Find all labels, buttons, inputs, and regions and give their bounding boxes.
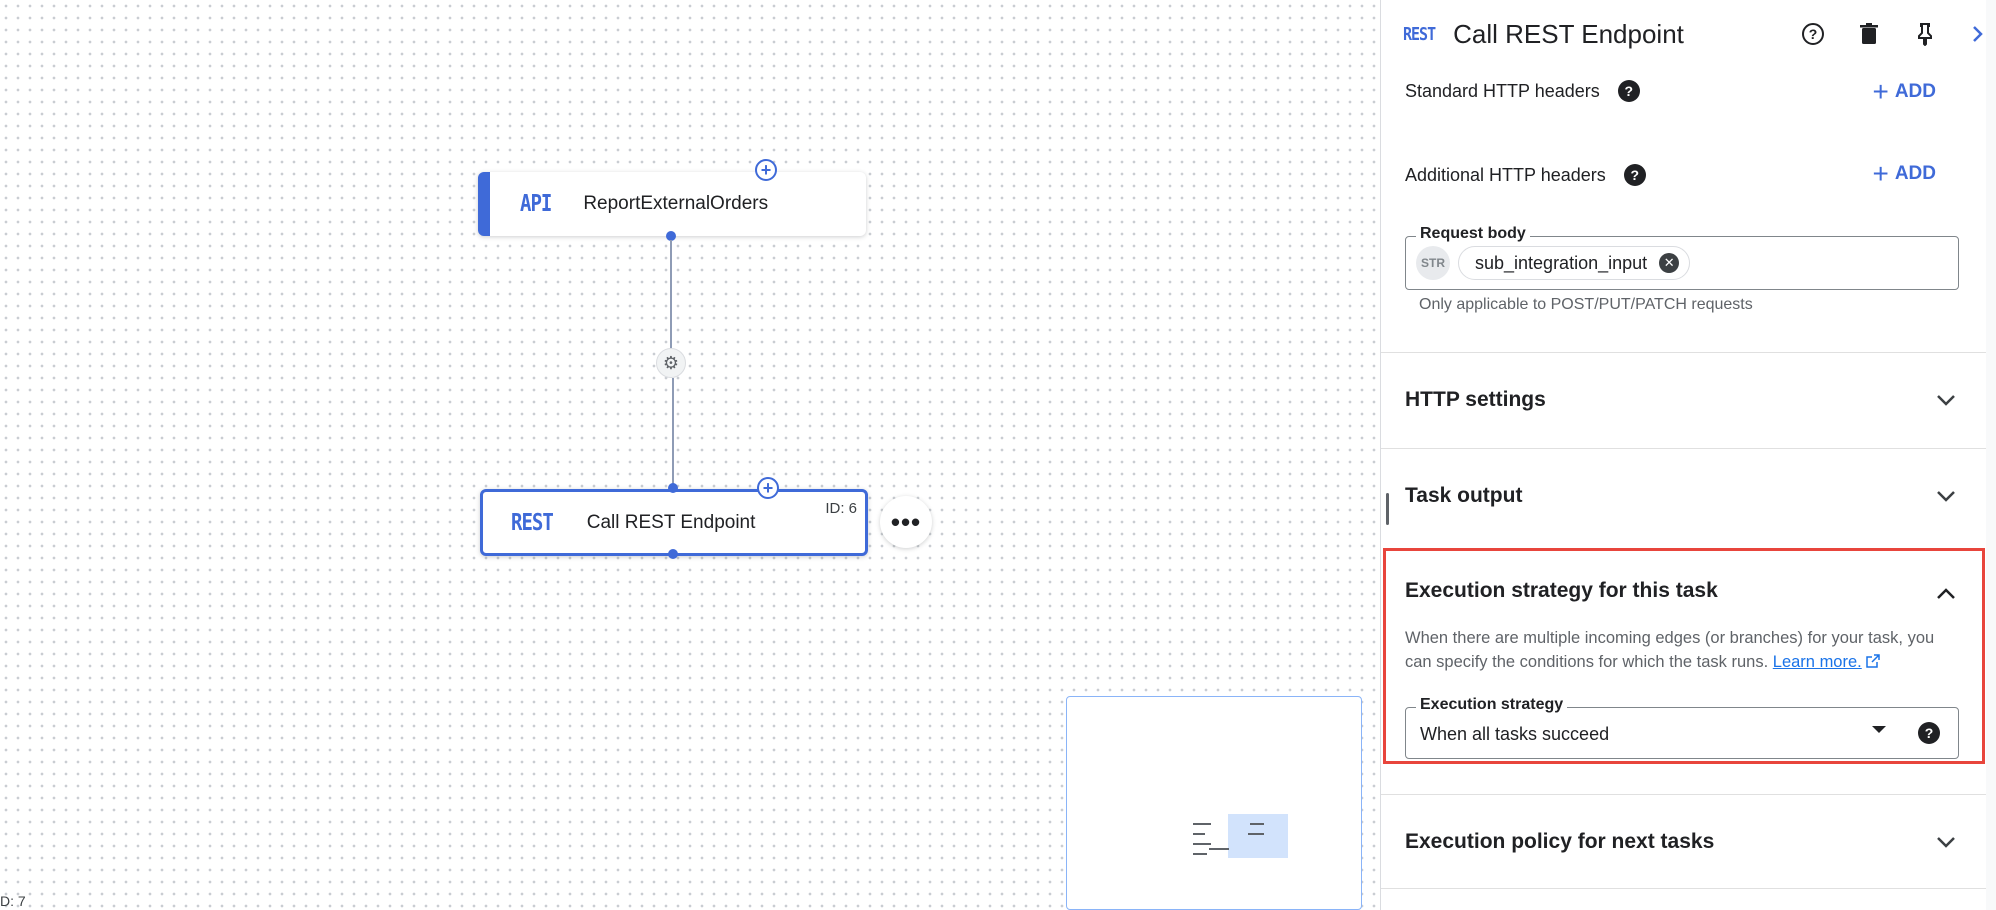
edge-start-dot[interactable] <box>666 231 676 241</box>
more-options-button[interactable]: ••• <box>880 496 932 548</box>
divider <box>1381 794 1996 795</box>
remove-chip-icon[interactable]: ✕ <box>1659 253 1680 273</box>
execution-strategy-value: When all tasks succeed <box>1420 724 1610 744</box>
edge-end-dot[interactable] <box>668 483 678 493</box>
execution-strategy-header[interactable]: Execution strategy for this task <box>1405 579 1718 602</box>
minimap-viewport[interactable] <box>1228 814 1288 858</box>
help-icon[interactable]: ? <box>1797 18 1829 50</box>
minimap-line <box>1209 848 1229 850</box>
pin-icon[interactable] <box>1909 18 1941 50</box>
minimap-line <box>1193 833 1205 835</box>
minimap[interactable] <box>1066 696 1362 910</box>
chevron-down-icon[interactable] <box>1936 482 1956 508</box>
divider <box>1381 888 1996 889</box>
add-label: ADD <box>1894 163 1936 184</box>
api-trigger-node[interactable]: API ReportExternalOrders <box>478 172 866 236</box>
add-additional-header-button[interactable]: + ADD <box>1872 160 1936 188</box>
edge-line <box>670 240 672 348</box>
help-icon[interactable]: ? <box>1617 80 1640 102</box>
standard-headers-label: Standard HTTP headers <box>1405 80 1600 101</box>
edge-out-dot[interactable] <box>668 549 678 559</box>
dropdown-caret-icon[interactable] <box>1872 726 1886 733</box>
corner-id-label: D: 7 <box>0 893 26 909</box>
add-label: ADD <box>1894 81 1936 102</box>
variable-chip-label: sub_integration_input <box>1475 252 1648 273</box>
resize-handle[interactable] <box>1386 493 1389 525</box>
scrollbar-track[interactable] <box>1986 0 1996 910</box>
plus-icon: + <box>1872 76 1889 107</box>
rest-badge: REST <box>1403 23 1436 45</box>
minimap-line <box>1193 843 1211 845</box>
description-text: When there are multiple incoming edges (… <box>1405 629 1935 671</box>
task-config-panel: REST Call REST Endpoint ? Standard HTTP … <box>1380 0 1996 910</box>
execution-strategy-label: Execution strategy <box>1416 696 1568 714</box>
http-settings-header[interactable]: HTTP settings <box>1405 388 1546 411</box>
rest-task-node[interactable]: REST Call REST Endpoint ID: 6 <box>480 489 868 556</box>
help-icon[interactable]: ? <box>1623 164 1646 186</box>
chevron-down-icon[interactable] <box>1936 828 1956 854</box>
external-link-icon[interactable] <box>1866 654 1881 668</box>
panel-header: REST Call REST Endpoint ? <box>1381 0 1996 68</box>
request-body-field[interactable]: Request body STR sub_integration_input ✕ <box>1405 225 1959 290</box>
highlight-box <box>1383 548 1985 764</box>
divider <box>1381 448 1996 449</box>
request-body-hint: Only applicable to POST/PUT/PATCH reques… <box>1419 296 1753 313</box>
api-type-label: API <box>520 190 552 218</box>
rest-type-label: REST <box>511 509 554 536</box>
integration-canvas[interactable]: API ReportExternalOrders + ⚙ REST Call R… <box>0 0 1380 910</box>
additional-headers-label: Additional HTTP headers <box>1405 164 1606 185</box>
minimap-line <box>1250 823 1264 825</box>
chevron-down-icon[interactable] <box>1936 386 1956 412</box>
execution-strategy-description: When there are multiple incoming edges (… <box>1405 626 1961 674</box>
rest-node-title: Call REST Endpoint <box>586 511 756 533</box>
chevron-up-icon[interactable] <box>1936 580 1956 606</box>
variable-chip[interactable]: sub_integration_input ✕ <box>1458 246 1691 280</box>
divider <box>1381 352 1996 353</box>
delete-icon[interactable] <box>1853 18 1885 50</box>
edge-line <box>672 378 674 484</box>
request-body-label: Request body <box>1416 225 1530 243</box>
api-node-title: ReportExternalOrders <box>583 193 769 214</box>
string-type-badge: STR <box>1416 246 1450 280</box>
help-icon[interactable]: ? <box>1918 722 1940 744</box>
add-task-icon[interactable]: + <box>755 159 777 181</box>
additional-headers-row: Additional HTTP headers ? <box>1405 164 1646 186</box>
edge-condition-gear-icon[interactable]: ⚙ <box>656 348 686 378</box>
add-task-icon[interactable]: + <box>757 477 779 499</box>
minimap-line <box>1193 823 1211 825</box>
panel-title: Call REST Endpoint <box>1453 18 1684 49</box>
add-standard-header-button[interactable]: + ADD <box>1872 78 1936 106</box>
minimap-line <box>1193 853 1207 855</box>
standard-headers-row: Standard HTTP headers ? <box>1405 80 1640 102</box>
minimap-line <box>1248 833 1264 835</box>
task-output-header[interactable]: Task output <box>1405 484 1523 507</box>
plus-icon: + <box>1872 158 1889 189</box>
execution-strategy-select[interactable]: Execution strategy When all tasks succee… <box>1405 696 1959 759</box>
learn-more-link[interactable]: Learn more. <box>1772 653 1862 671</box>
node-id-label: ID: 6 <box>825 500 857 517</box>
execution-policy-header[interactable]: Execution policy for next tasks <box>1405 830 1715 853</box>
